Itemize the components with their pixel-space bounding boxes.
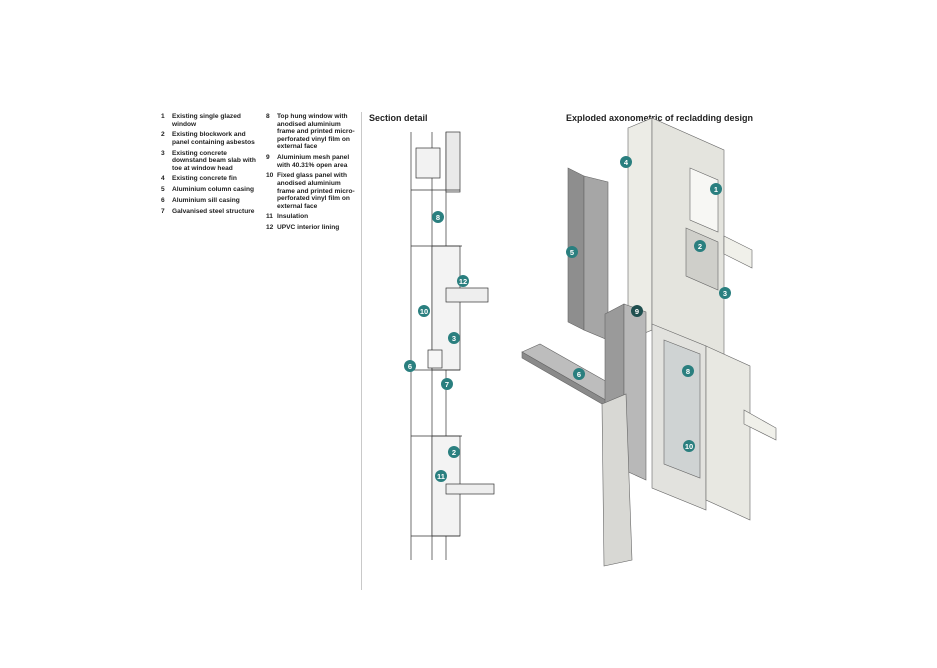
legend-text: Existing blockwork and panel containing …	[172, 131, 255, 146]
axo-window-glazing	[689, 167, 719, 233]
section-badge: 2	[448, 446, 460, 458]
svg-text:11: 11	[437, 472, 445, 481]
svg-text:7: 7	[445, 380, 449, 389]
legend-text: Top hung window with anodised aluminium …	[277, 113, 355, 151]
legend-number: 5	[161, 186, 165, 194]
legend-item: 4 Existing concrete fin	[161, 175, 261, 183]
svg-text:10: 10	[420, 307, 428, 316]
legend-text: UPVC interior lining	[277, 224, 340, 232]
svg-text:1: 1	[714, 185, 718, 194]
legend-item: 5 Aluminium column casing	[161, 186, 261, 194]
column-divider	[361, 112, 362, 590]
legend-item: 7 Galvanised steel structure	[161, 208, 261, 216]
section-badge: 11	[435, 470, 447, 482]
legend-item: 2 Existing blockwork and panel containing…	[161, 131, 261, 146]
legend-item: 3 Existing concrete downstand beam slab w…	[161, 150, 261, 173]
axo-badge: 9	[631, 305, 643, 317]
section-badge: 8	[432, 211, 444, 223]
svg-text:6: 6	[408, 362, 412, 371]
axonometric-title: Exploded axonometric of recladding desig…	[566, 113, 754, 123]
section-badge: 3	[448, 332, 460, 344]
axo-badge: 6	[573, 368, 585, 380]
svg-text:8: 8	[436, 213, 440, 222]
legend-number: 8	[266, 113, 270, 120]
section-detail-title: Section detail	[369, 113, 428, 123]
svg-text:10: 10	[685, 442, 693, 451]
legend-item: 8 Top hung window with anodised aluminium…	[266, 113, 358, 151]
section-sill-box	[427, 349, 443, 369]
svg-text:4: 4	[624, 158, 629, 167]
svg-text:3: 3	[452, 334, 456, 343]
legend-text: Aluminium column casing	[172, 186, 255, 194]
axo-badge: 2	[694, 240, 706, 252]
legend-text: Existing concrete fin	[172, 175, 237, 183]
legend-text: Existing concrete downstand beam slab wi…	[172, 149, 256, 172]
legend-text: Aluminium mesh panel with 40.31% open ar…	[277, 154, 350, 169]
svg-text:9: 9	[635, 307, 639, 316]
legend-item: 6 Aluminium sill casing	[161, 197, 261, 205]
legend-text: Existing single glazed window	[172, 113, 241, 128]
legend-number: 4	[161, 175, 165, 183]
axo-badge: 8	[682, 365, 694, 377]
axo-lower-facade	[705, 345, 751, 521]
section-head-box	[415, 147, 441, 179]
legend-number: 1	[161, 113, 165, 120]
legend-text: Fixed glass panel with anodised aluminiu…	[277, 172, 355, 210]
axo-slab	[743, 409, 777, 441]
legend-text: Insulation	[277, 213, 309, 221]
section-badge: 10	[418, 305, 430, 317]
axo-badge: 10	[683, 440, 695, 452]
legend-item: 9 Aluminium mesh panel with 40.31% open a…	[266, 154, 358, 169]
axo-badge: 3	[719, 287, 731, 299]
legend-number: 10	[266, 172, 274, 180]
legend-number: 7	[161, 207, 165, 215]
svg-text:8: 8	[686, 367, 690, 376]
section-badge: 12	[457, 275, 469, 287]
legend-text: Aluminium sill casing	[172, 196, 240, 204]
legend-number: 6	[161, 196, 165, 204]
legend-text: Galvanised steel structure	[172, 207, 255, 215]
legend-number: 12	[266, 224, 274, 232]
section-slab	[445, 483, 495, 495]
legend-number: 11	[266, 213, 273, 221]
svg-text:2: 2	[698, 242, 702, 251]
axo-badge: 1	[710, 183, 722, 195]
section-badge: 6	[404, 360, 416, 372]
svg-text:12: 12	[459, 277, 467, 286]
axo-slab	[723, 235, 753, 269]
svg-text:3: 3	[723, 289, 727, 298]
axo-lower-panel	[601, 393, 633, 567]
axonometric-drawing	[521, 117, 777, 567]
axo-blockwork	[685, 227, 719, 291]
legend-number: 3	[161, 149, 165, 157]
section-slab	[445, 287, 489, 303]
section-concrete	[445, 131, 461, 193]
axo-column-casing	[583, 175, 609, 341]
svg-text:2: 2	[452, 448, 456, 457]
svg-text:5: 5	[570, 248, 574, 257]
legend-item: 11 Insulation	[266, 213, 358, 221]
legend-item: 1 Existing single glazed window	[161, 113, 261, 128]
section-badge: 7	[441, 378, 453, 390]
svg-text:6: 6	[577, 370, 581, 379]
axo-badge: 4	[620, 156, 632, 168]
legend-number: 2	[161, 131, 165, 139]
legend-column-2: 8 Top hung window with anodised aluminium…	[266, 113, 358, 235]
axo-window-glass	[663, 339, 701, 479]
section-detail-drawing	[410, 131, 495, 560]
legend-number: 9	[266, 154, 270, 162]
axo-badge: 5	[566, 246, 578, 258]
